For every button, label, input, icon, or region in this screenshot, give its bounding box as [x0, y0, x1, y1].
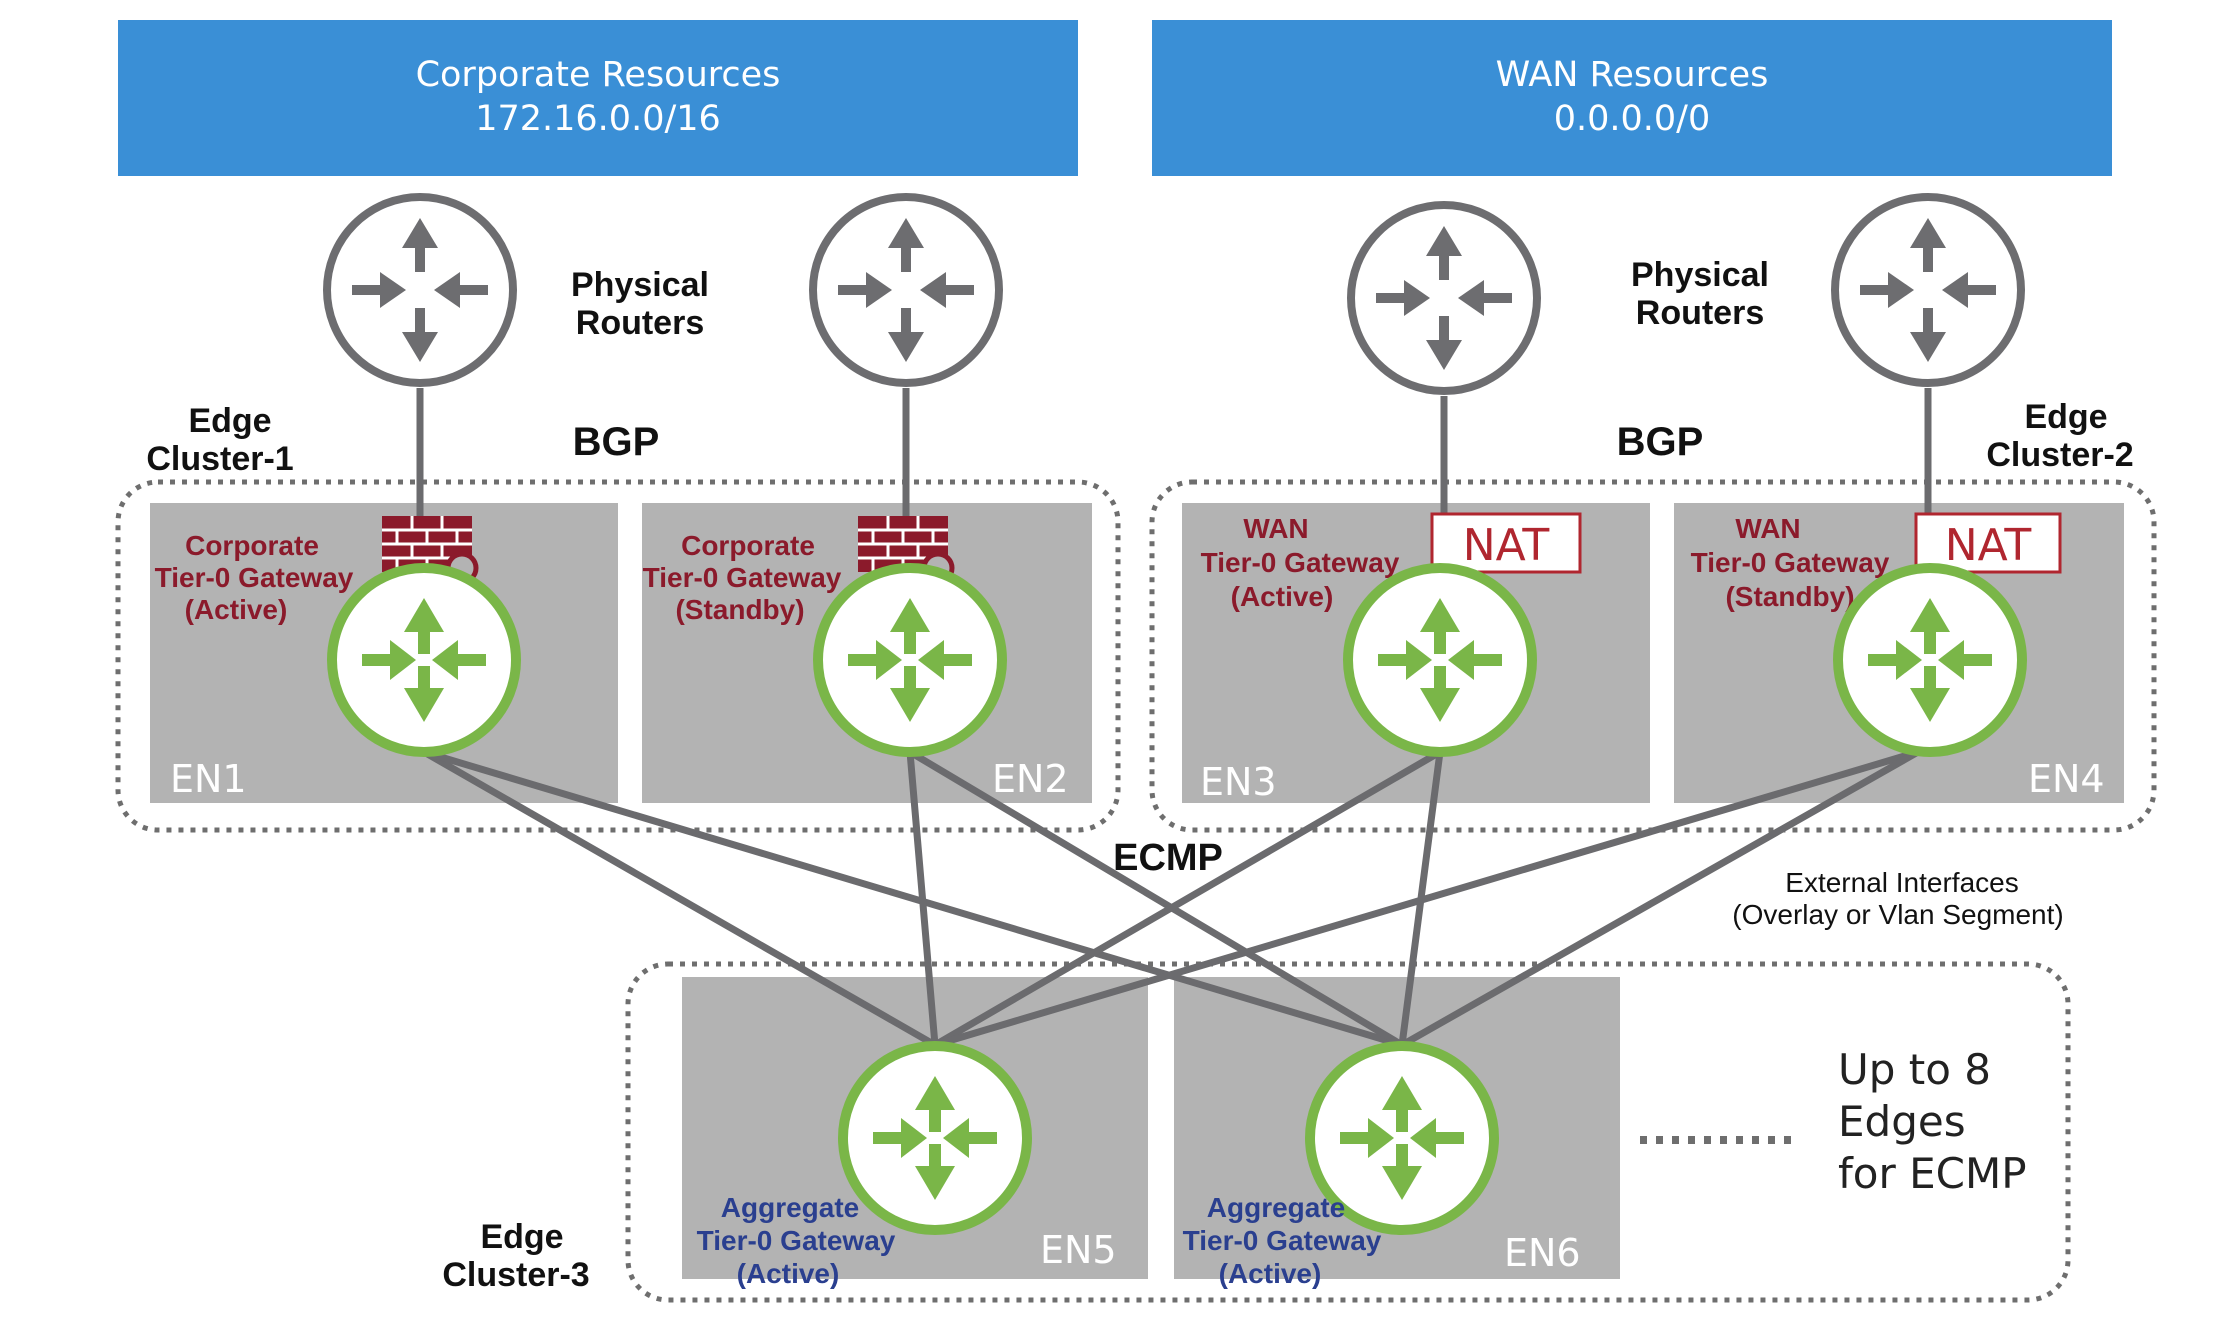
nat-badge: NAT: [1430, 512, 1582, 574]
node-label-en3: EN3: [1200, 760, 1277, 804]
bgp-label: BGP: [1617, 420, 1704, 464]
tier0-router-icon: [838, 1041, 1032, 1235]
external-interfaces-label-line1: External Interfaces: [1785, 867, 2018, 898]
ecmp-note-line2: Edges: [1838, 1097, 1966, 1146]
edge-cluster-2-label-line1: Edge: [2024, 398, 2107, 436]
wan-resources-banner: [1152, 20, 2112, 176]
edge-cluster-3-label-line2: Cluster-3: [442, 1256, 589, 1294]
physical-router-icon: [323, 193, 517, 387]
ecmp-note-line1: Up to 8: [1838, 1045, 1991, 1094]
edge-cluster-1-label-line2: Cluster-1: [146, 440, 293, 478]
gateway-name-en3: WAN: [1243, 513, 1308, 544]
edge-cluster-3-border: [625, 961, 2071, 1303]
gateway-state-en5: (Active): [737, 1258, 840, 1289]
gateway-type-en4: Tier-0 Gateway: [1691, 547, 1890, 578]
wan-resources-title: WAN Resources: [1496, 55, 1769, 95]
physical-router-icon: [1347, 201, 1541, 395]
gateway-type-en1: Tier-0 Gateway: [155, 562, 354, 593]
edge-cluster-1-border: [115, 479, 1121, 833]
node-label-en6: EN6: [1504, 1231, 1581, 1275]
ecmp-label: ECMP: [1113, 837, 1223, 879]
external-interfaces-label-line2: (Overlay or Vlan Segment): [1732, 899, 2063, 930]
ecmp-note-line3: for ECMP: [1838, 1149, 2027, 1198]
corporate-resources-title: Corporate Resources: [416, 55, 781, 95]
nat-badge: NAT: [1914, 512, 2062, 574]
node-label-en5: EN5: [1040, 1228, 1117, 1272]
gateway-name-en4: WAN: [1735, 513, 1800, 544]
tier0-router-icon: [813, 563, 1007, 757]
edge-cluster-3-label-line1: Edge: [480, 1218, 563, 1256]
node-label-en1: EN1: [170, 757, 247, 801]
gateway-state-en1: (Active): [185, 594, 288, 625]
gateway-name-en6: Aggregate: [1207, 1192, 1345, 1223]
physical-routers-label-line1: Physical: [571, 266, 709, 304]
bgp-label: BGP: [573, 420, 660, 464]
gateway-type-en3: Tier-0 Gateway: [1201, 547, 1400, 578]
physical-router-icon: [1831, 193, 2025, 387]
tier0-router-icon: [1343, 563, 1537, 757]
edge-cluster-1-label-line1: Edge: [188, 402, 271, 440]
gateway-name-en1: Corporate: [185, 530, 319, 561]
node-label-en2: EN2: [992, 757, 1069, 801]
physical-routers-label-line2: Routers: [1636, 294, 1764, 332]
tier0-router-icon: [327, 563, 521, 757]
physical-router-icon: [809, 193, 1003, 387]
gateway-state-en6: (Active): [1219, 1258, 1322, 1289]
gateway-type-en6: Tier-0 Gateway: [1183, 1225, 1382, 1256]
physical-routers-label-line2: Routers: [576, 304, 704, 342]
corporate-resources-subnet: 172.16.0.0/16: [475, 99, 721, 139]
corporate-resources-banner: [118, 20, 1078, 176]
physical-routers-label-line1: Physical: [1631, 256, 1769, 294]
ecmp-links: [420, 748, 1922, 1049]
gateway-type-en5: Tier-0 Gateway: [697, 1225, 896, 1256]
tier0-router-icon: [1833, 563, 2027, 757]
gateway-type-en2: Tier-0 Gateway: [643, 562, 842, 593]
wan-resources-subnet: 0.0.0.0/0: [1554, 99, 1711, 139]
node-label-en4: EN4: [2028, 757, 2105, 801]
nat-label: NAT: [1463, 520, 1550, 571]
gateway-state-en2: (Standby): [675, 594, 804, 625]
gateway-state-en3: (Active): [1231, 581, 1334, 612]
tier0-router-icon: [1305, 1041, 1499, 1235]
gateway-name-en2: Corporate: [681, 530, 815, 561]
firewall-icon: [858, 516, 955, 585]
gateway-name-en5: Aggregate: [721, 1192, 859, 1223]
nat-label: NAT: [1945, 520, 2032, 571]
edge-cluster-2-label-line2: Cluster-2: [1986, 436, 2133, 474]
gateway-state-en4: (Standby): [1725, 581, 1854, 612]
